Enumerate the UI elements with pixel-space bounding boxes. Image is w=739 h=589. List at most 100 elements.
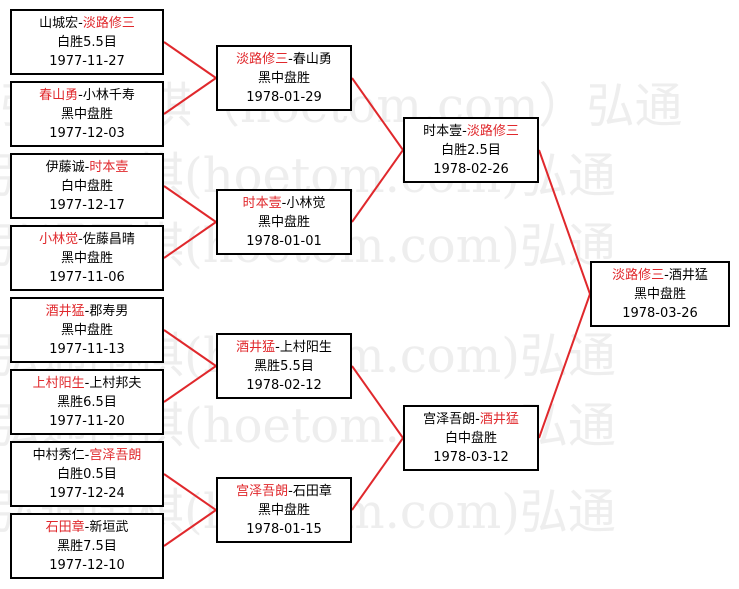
- date: 1978-01-29: [246, 90, 322, 105]
- player-left: 淡路修三: [236, 52, 289, 67]
- result: 黑中盘胜: [60, 251, 113, 266]
- date: 1977-11-27: [49, 54, 125, 69]
- connector-r1-6-to-r2-3: [163, 365, 217, 403]
- result: 白中盘胜: [60, 179, 113, 194]
- connector-r1-1-to-r2-1: [163, 41, 217, 79]
- player-right: 佐藤昌晴: [82, 232, 135, 247]
- player-right: 新垣武: [89, 520, 129, 535]
- players: 石田章-新垣武: [45, 520, 129, 535]
- players: 淡路修三-酒井猛: [612, 268, 708, 283]
- players: 伊藤诚-时本壹: [45, 160, 129, 175]
- result: 白胜2.5目: [441, 143, 501, 158]
- player-right: 小林千寿: [82, 88, 135, 103]
- connector-r1-5-to-r2-3: [163, 329, 217, 367]
- players: 山城宏-淡路修三: [39, 16, 135, 31]
- match-r1-8: 石田章-新垣武 黑胜7.5目 1977-12-10: [10, 513, 164, 579]
- player-left: 宫泽吾朗: [236, 484, 289, 499]
- date: 1978-01-15: [246, 522, 322, 537]
- result: 黑中盘胜: [60, 323, 113, 338]
- result: 黑胜6.5目: [57, 395, 117, 410]
- player-left: 山城宏: [39, 16, 79, 31]
- date: 1977-12-10: [49, 558, 125, 573]
- connector-r2-2-to-r3-1: [351, 149, 404, 223]
- date: 1977-12-03: [49, 126, 125, 141]
- date: 1977-11-20: [49, 414, 125, 429]
- players: 宫泽吾朗-石田章: [236, 484, 332, 499]
- match-r2-2: 时本壹-小林觉 黑中盘胜 1978-01-01: [216, 189, 352, 255]
- player-right: 小林觉: [286, 196, 326, 211]
- player-right: 酒井猛: [479, 412, 519, 427]
- date: 1978-01-01: [246, 234, 322, 249]
- player-right: 春山勇: [292, 52, 332, 67]
- match-r2-1: 淡路修三-春山勇 黑中盘胜 1978-01-29: [216, 45, 352, 111]
- result: 黑胜7.5目: [57, 539, 117, 554]
- result: 白胜5.5目: [57, 35, 117, 50]
- players: 淡路修三-春山勇: [236, 52, 332, 67]
- result: 白胜0.5目: [57, 467, 117, 482]
- result: 黑胜5.5目: [254, 359, 314, 374]
- match-r1-5: 酒井猛-郡寿男 黑中盘胜 1977-11-13: [10, 297, 164, 363]
- result: 黑中盘胜: [257, 71, 310, 86]
- player-left: 淡路修三: [612, 268, 665, 283]
- date: 1977-11-06: [49, 270, 125, 285]
- player-left: 石田章: [45, 520, 85, 535]
- connector-r1-4-to-r2-2: [163, 221, 217, 259]
- match-r2-3: 酒井猛-上村阳生 黑胜5.5目 1978-02-12: [216, 333, 352, 399]
- match-r2-4: 宫泽吾朗-石田章 黑中盘胜 1978-01-15: [216, 477, 352, 543]
- player-right: 时本壹: [89, 160, 129, 175]
- connector-r3-2-to-final: [538, 293, 591, 439]
- match-r1-2: 春山勇-小林千寿 黑中盘胜 1977-12-03: [10, 81, 164, 147]
- date: 1977-12-17: [49, 198, 125, 213]
- player-right: 上村邦夫: [89, 376, 142, 391]
- players: 时本壹-小林觉: [242, 196, 326, 211]
- connector-r1-3-to-r2-2: [163, 185, 217, 223]
- player-left: 时本壹: [242, 196, 282, 211]
- connector-r2-3-to-r3-2: [351, 365, 404, 439]
- result: 黑中盘胜: [257, 503, 310, 518]
- connector-r2-4-to-r3-2: [351, 437, 404, 511]
- connector-r1-2-to-r2-1: [163, 77, 217, 115]
- connector-r2-1-to-r3-1: [351, 77, 404, 151]
- player-left: 酒井猛: [236, 340, 276, 355]
- date: 1977-11-13: [49, 342, 125, 357]
- match-r1-4: 小林觉-佐藤昌晴 黑中盘胜 1977-11-06: [10, 225, 164, 291]
- date: 1978-03-12: [433, 450, 509, 465]
- match-r1-7: 中村秀仁-宫泽吾朗 白胜0.5目 1977-12-24: [10, 441, 164, 507]
- player-left: 小林觉: [39, 232, 79, 247]
- players: 春山勇-小林千寿: [39, 88, 135, 103]
- player-left: 时本壹: [423, 124, 463, 139]
- players: 中村秀仁-宫泽吾朗: [32, 448, 142, 463]
- connector-r1-7-to-r2-4: [163, 473, 217, 511]
- player-right: 酒井猛: [668, 268, 708, 283]
- player-left: 宫泽吾朗: [423, 412, 476, 427]
- match-r3-2: 宫泽吾朗-酒井猛 白中盘胜 1978-03-12: [403, 405, 539, 471]
- date: 1978-02-26: [433, 162, 509, 177]
- player-right: 宫泽吾朗: [89, 448, 142, 463]
- match-r3-1: 时本壹-淡路修三 白胜2.5目 1978-02-26: [403, 117, 539, 183]
- players: 酒井猛-上村阳生: [236, 340, 332, 355]
- player-right: 淡路修三: [82, 16, 135, 31]
- player-right: 石田章: [292, 484, 332, 499]
- players: 时本壹-淡路修三: [423, 124, 519, 139]
- match-r1-6: 上村阳生-上村邦夫 黑胜6.5目 1977-11-20: [10, 369, 164, 435]
- result: 黑中盘胜: [633, 287, 686, 302]
- player-left: 酒井猛: [45, 304, 85, 319]
- connector-r3-1-to-final: [538, 149, 591, 295]
- result: 黑中盘胜: [60, 107, 113, 122]
- players: 宫泽吾朗-酒井猛: [423, 412, 519, 427]
- player-left: 春山勇: [39, 88, 79, 103]
- player-left: 伊藤诚: [45, 160, 85, 175]
- player-right: 郡寿男: [89, 304, 129, 319]
- player-left: 上村阳生: [32, 376, 85, 391]
- match-r1-3: 伊藤诚-时本壹 白中盘胜 1977-12-17: [10, 153, 164, 219]
- date: 1977-12-24: [49, 486, 125, 501]
- players: 小林觉-佐藤昌晴: [39, 232, 135, 247]
- result: 黑中盘胜: [257, 215, 310, 230]
- date: 1978-03-26: [622, 306, 698, 321]
- player-right: 淡路修三: [466, 124, 519, 139]
- connector-r1-8-to-r2-4: [163, 509, 217, 547]
- player-right: 上村阳生: [279, 340, 332, 355]
- result: 白中盘胜: [444, 431, 497, 446]
